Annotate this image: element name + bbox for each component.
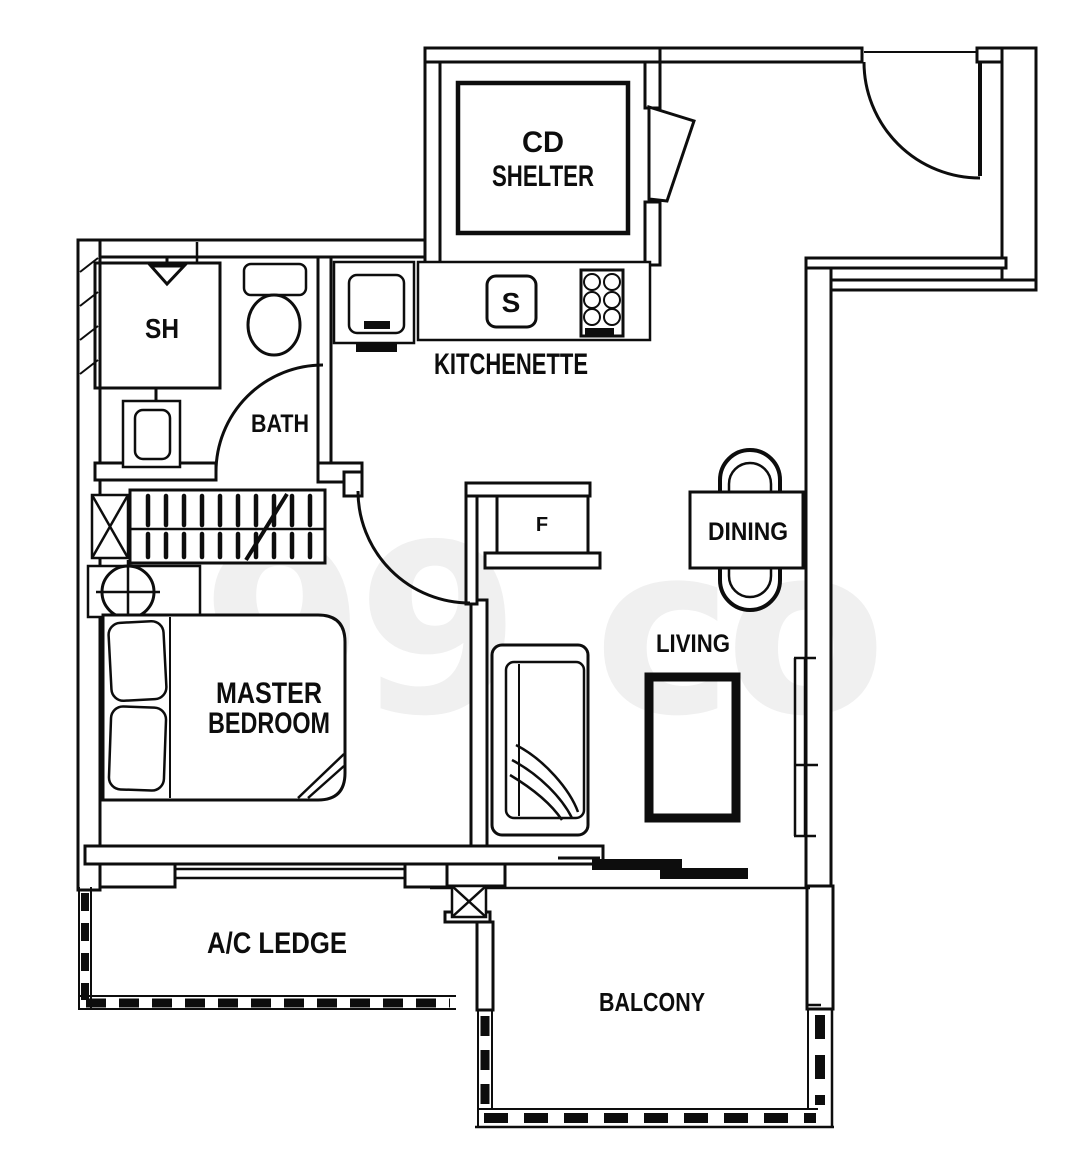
wall [423, 60, 442, 267]
wall [76, 238, 427, 259]
master-bedroom-label-line1: MASTER [216, 677, 322, 710]
coffee-table [644, 672, 741, 823]
shelter-door-leaf [647, 104, 696, 203]
washing-machine-icon [332, 260, 416, 352]
wall [403, 862, 449, 889]
bedroom-furniture [86, 488, 347, 802]
kitchenette-fixtures [332, 260, 652, 352]
walls [76, 46, 1038, 1012]
wall [98, 862, 177, 889]
wall [475, 920, 495, 1012]
living-window [793, 656, 818, 838]
living-furniture [490, 643, 741, 837]
column-marker-icon [450, 884, 488, 919]
bedroom-door-swing-arc [356, 490, 471, 605]
ac-ledge-parapet [78, 887, 456, 1010]
entry-door-swing-arc [862, 61, 981, 180]
bedroom-door-leaf [464, 494, 479, 606]
wardrobe-hangers [145, 493, 313, 560]
dining-table [688, 490, 805, 570]
fridge-symbol: F [536, 514, 548, 536]
balcony-label: BALCONY [599, 987, 705, 1017]
wall [464, 481, 592, 498]
cd-shelter-label-line2: SHELTER [492, 160, 594, 193]
wall [83, 844, 605, 866]
ac-ledge-label: A/C LEDGE [207, 927, 347, 960]
wall [829, 278, 1038, 292]
bedroom-door [356, 490, 479, 606]
sofa [490, 643, 590, 837]
wall [804, 266, 833, 888]
bedroom-window [175, 867, 405, 880]
pillow [107, 619, 168, 702]
dining-chair [718, 558, 782, 612]
bath-label: BATH [251, 410, 309, 438]
wall [342, 470, 364, 498]
toilet-icon [242, 262, 308, 357]
wall [423, 46, 662, 64]
living-label: LIVING [656, 630, 730, 658]
wall [643, 60, 662, 110]
shower-head-icon [147, 258, 188, 287]
dining-chair [718, 448, 782, 502]
master-bedroom-label-line2: BEDROOM [208, 707, 330, 740]
balcony-sliding-door [558, 856, 748, 879]
wall [643, 200, 662, 267]
dining-set [688, 448, 805, 612]
wall [658, 46, 864, 64]
entry-door [862, 61, 982, 180]
bath-door-swing-arc [214, 363, 324, 473]
wall [805, 884, 835, 1011]
wardrobe [128, 488, 327, 565]
sink-box [485, 274, 538, 329]
sink-symbol: S [502, 287, 521, 318]
column-marker-icon [90, 493, 130, 560]
wall [469, 598, 489, 858]
wall [445, 862, 507, 888]
wall [804, 256, 1008, 270]
dining-label: DINING [708, 518, 788, 546]
bathroom-fixtures [93, 258, 308, 469]
shelter-box [455, 80, 631, 236]
blanket-fold [297, 753, 345, 799]
cd-shelter-label-line1: CD [522, 126, 564, 159]
shower-stall-label: SH [145, 313, 179, 344]
wall-lines [79, 51, 978, 1007]
sofa-throw [509, 743, 580, 821]
balcony-parapet [475, 1009, 834, 1129]
wall [975, 46, 1005, 64]
wall [1000, 46, 1038, 292]
wall [483, 551, 602, 570]
hob-icon [579, 268, 625, 338]
bed [101, 613, 347, 802]
doors [214, 61, 982, 879]
kitchenette-label: KITCHENETTE [434, 348, 588, 381]
basin-icon [121, 399, 182, 469]
fridge-box [495, 494, 590, 555]
pillow [107, 705, 168, 792]
